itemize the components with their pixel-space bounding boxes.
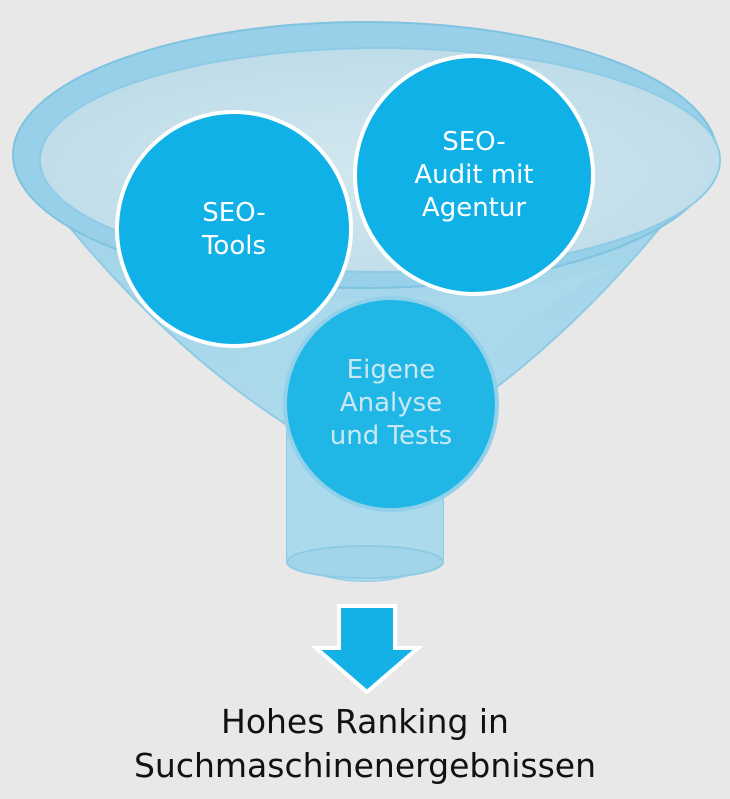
- stage-label-seo-tools: SEO- Tools: [201, 198, 267, 261]
- result-label: Hohes Ranking in Suchmaschinenergebnisse…: [133, 702, 597, 785]
- funnel-spout: [286, 545, 444, 579]
- stage-label-eigene-analyse: Eigene Analyse und Tests: [329, 354, 453, 451]
- stage-label-seo-audit: SEO- Audit mit Agentur: [414, 126, 534, 223]
- circle-seo-audit: [353, 54, 595, 296]
- circle-seo-tools: [115, 110, 353, 348]
- circle-eigene-analyse: [283, 296, 499, 512]
- down-arrow-icon: [310, 604, 424, 695]
